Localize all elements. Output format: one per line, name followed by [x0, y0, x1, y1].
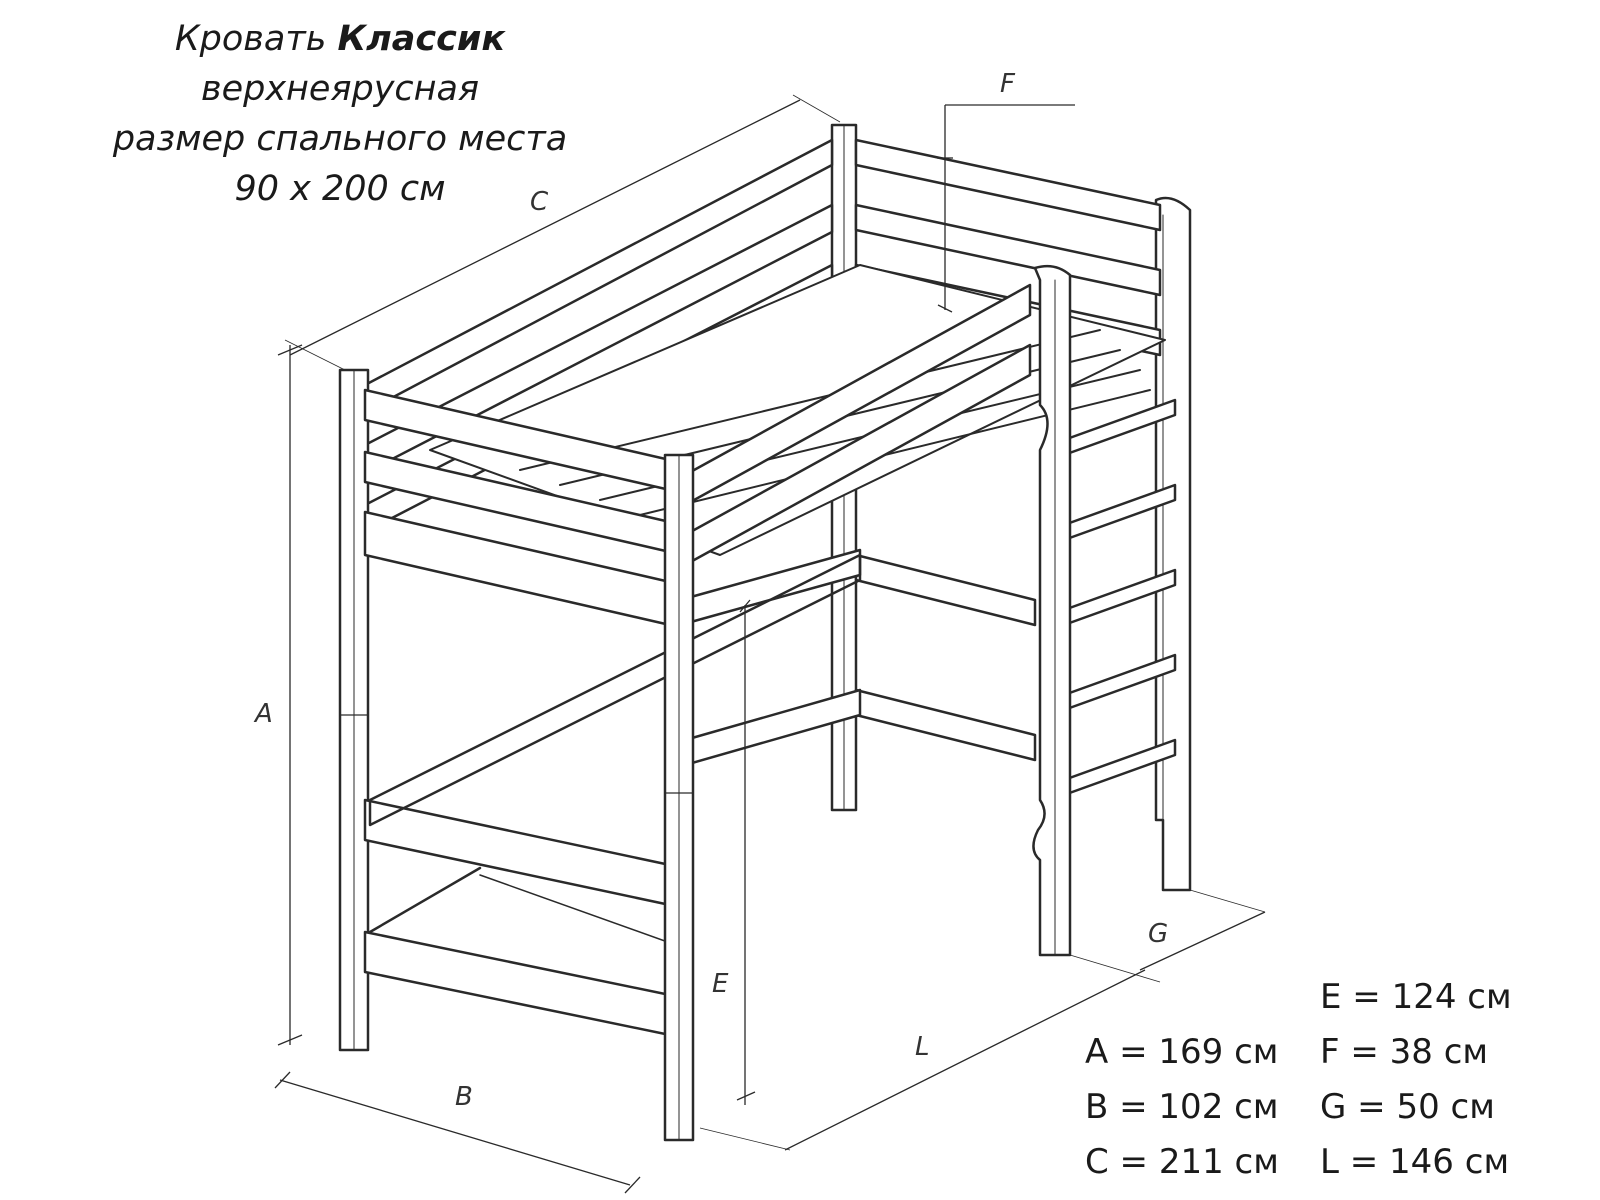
dimension-line-g [1069, 889, 1266, 983]
dimension-f: F = 38 см [1320, 1032, 1489, 1072]
lower-back-rails [854, 553, 1037, 762]
lower-frame [368, 553, 862, 951]
label-b: B [455, 1082, 473, 1112]
diagram-title: Кровать Классик верхнеярусная размер спа… [70, 14, 610, 214]
dimension-line-l [699, 969, 1146, 1151]
model-name: Классик [337, 19, 506, 59]
label-g: G [1148, 919, 1168, 949]
dimension-g: G = 50 см [1320, 1087, 1495, 1127]
front-rails [363, 388, 672, 1037]
dimension-e: E = 124 см [1320, 977, 1512, 1017]
dimension-c: C = 211 см [1085, 1142, 1279, 1182]
label-e: E [712, 969, 729, 999]
dimension-l: L = 146 см [1320, 1142, 1510, 1182]
dimension-line-f [937, 104, 1075, 313]
dimension-a: A = 169 см [1085, 1032, 1279, 1072]
post-front-right [1032, 264, 1072, 957]
title-line-3: размер спального места [112, 119, 568, 159]
post-front-center [663, 453, 695, 1142]
dimension-line-a [277, 339, 346, 1046]
label-c: C [530, 187, 549, 217]
post-front-left [338, 368, 370, 1052]
dimension-line-c [289, 94, 841, 356]
post-back-right [1154, 196, 1192, 892]
label-a: A [253, 699, 273, 729]
label-f: F [1000, 69, 1016, 99]
dimension-line-b [274, 1071, 641, 1194]
dimension-b: B = 102 см [1085, 1087, 1279, 1127]
dimension-line-e [736, 599, 756, 1105]
ladder [1048, 398, 1177, 802]
label-l: L [915, 1032, 930, 1062]
title-line-4: 90 х 200 см [234, 169, 446, 209]
title-line-2: верхнеярусная [200, 69, 480, 109]
title-line-1: Кровать Классик [174, 19, 506, 59]
